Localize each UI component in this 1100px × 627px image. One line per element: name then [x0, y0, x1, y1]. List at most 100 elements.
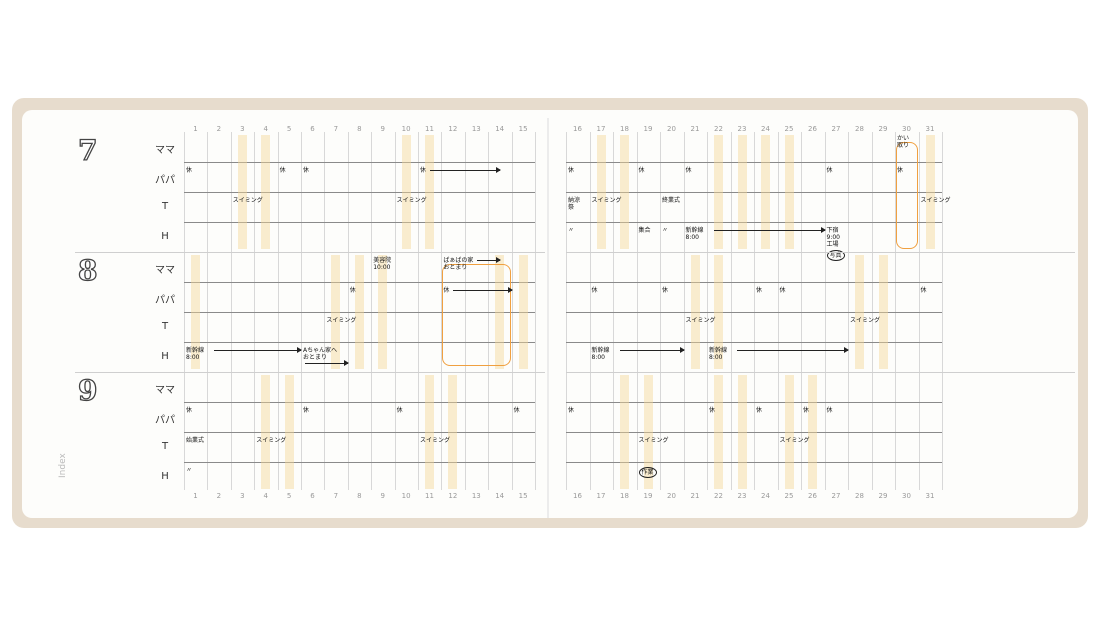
note: 新幹線 8:00	[186, 347, 205, 361]
arrow	[453, 287, 513, 293]
note: 〃	[568, 227, 575, 234]
day-number: 21	[690, 492, 700, 500]
day-number: 23	[737, 125, 747, 133]
day-divider	[871, 132, 873, 490]
day-number: 6	[310, 125, 315, 133]
row-line	[184, 342, 535, 343]
row-line	[566, 342, 942, 343]
row-line	[184, 402, 535, 403]
note: 集合	[638, 227, 651, 234]
highlight-stripe	[495, 255, 505, 369]
day-number: 31	[925, 125, 935, 133]
month-number: 9	[77, 373, 98, 407]
month-number: 8	[77, 253, 98, 287]
day-divider	[230, 132, 232, 490]
highlight-stripe	[354, 255, 364, 369]
day-divider	[918, 132, 920, 490]
highlight-stripe	[401, 135, 411, 249]
note: 〃	[662, 227, 669, 234]
note: 休	[303, 407, 310, 414]
day-divider	[730, 132, 732, 490]
row-label: T	[161, 201, 169, 212]
highlight-stripe	[737, 135, 747, 249]
day-number: 22	[714, 125, 723, 133]
highlight-stripe	[378, 255, 388, 369]
day-divider	[613, 132, 614, 490]
note: 休	[826, 167, 833, 174]
highlight-stripe	[620, 135, 629, 249]
month-separator	[566, 252, 1075, 253]
row-label: パパ	[155, 415, 175, 426]
row-line	[184, 162, 535, 163]
highlight-stripe	[714, 255, 723, 369]
day-divider	[942, 132, 943, 490]
day-number: 13	[471, 492, 481, 500]
highlight-stripe	[425, 135, 434, 249]
note: スイミング	[779, 437, 810, 444]
planner-page	[22, 110, 1078, 518]
day-number: 22	[714, 492, 723, 500]
note: 休	[920, 287, 927, 294]
row-label: ママ	[155, 265, 175, 276]
arrow	[737, 347, 849, 353]
day-number: 23	[737, 492, 747, 500]
highlight-stripe	[331, 255, 341, 369]
row-line	[566, 462, 942, 463]
day-divider	[301, 132, 302, 490]
note: 休	[638, 167, 645, 174]
note: 休	[803, 407, 810, 414]
note: 休	[568, 167, 575, 174]
row-label: ママ	[155, 145, 175, 156]
day-divider	[488, 132, 490, 490]
day-divider	[394, 132, 396, 490]
day-divider	[371, 132, 373, 490]
day-number: 15	[518, 492, 528, 500]
highlight-stripe	[620, 375, 629, 489]
row-line	[184, 462, 535, 463]
row-line	[184, 222, 535, 223]
month-number: 7	[77, 133, 98, 167]
day-number: 8	[357, 125, 362, 133]
day-divider	[324, 132, 326, 490]
note: 新幹線 8:00	[685, 227, 704, 241]
day-number: 3	[240, 492, 245, 500]
arrow	[477, 257, 501, 263]
arrow	[305, 360, 349, 366]
day-number: 19	[643, 125, 653, 133]
day-number: 27	[831, 492, 841, 500]
note: スイミング	[420, 437, 451, 444]
highlight-stripe	[191, 255, 200, 369]
row-line	[566, 312, 942, 313]
note: 休	[709, 407, 716, 414]
day-number: 24	[761, 492, 770, 500]
day-number: 19	[643, 492, 653, 500]
day-number: 10	[401, 125, 411, 133]
day-number: 4	[263, 492, 268, 500]
note: スイミング	[232, 197, 263, 204]
note: スイミング	[396, 197, 427, 204]
day-number: 27	[831, 125, 841, 133]
day-divider	[777, 132, 779, 490]
highlight-stripe	[784, 375, 794, 489]
note: かい 取り	[897, 135, 910, 149]
row-label: H	[161, 231, 169, 242]
day-divider	[207, 132, 209, 490]
day-number: 29	[878, 125, 888, 133]
note: 休	[897, 167, 904, 174]
day-divider	[254, 132, 256, 490]
day-number: 7	[333, 125, 339, 133]
day-number: 7	[333, 492, 339, 500]
note: スイミング	[920, 197, 951, 204]
row-line	[566, 282, 942, 283]
day-number: 5	[286, 125, 292, 133]
day-divider	[347, 132, 349, 490]
note: スイミング	[638, 437, 669, 444]
day-divider	[895, 132, 896, 490]
row-line	[184, 312, 535, 313]
day-divider	[824, 132, 826, 490]
note: 休	[568, 407, 575, 414]
day-number: 12	[448, 492, 458, 500]
highlight-stripe	[761, 135, 770, 249]
arrow	[214, 347, 302, 353]
